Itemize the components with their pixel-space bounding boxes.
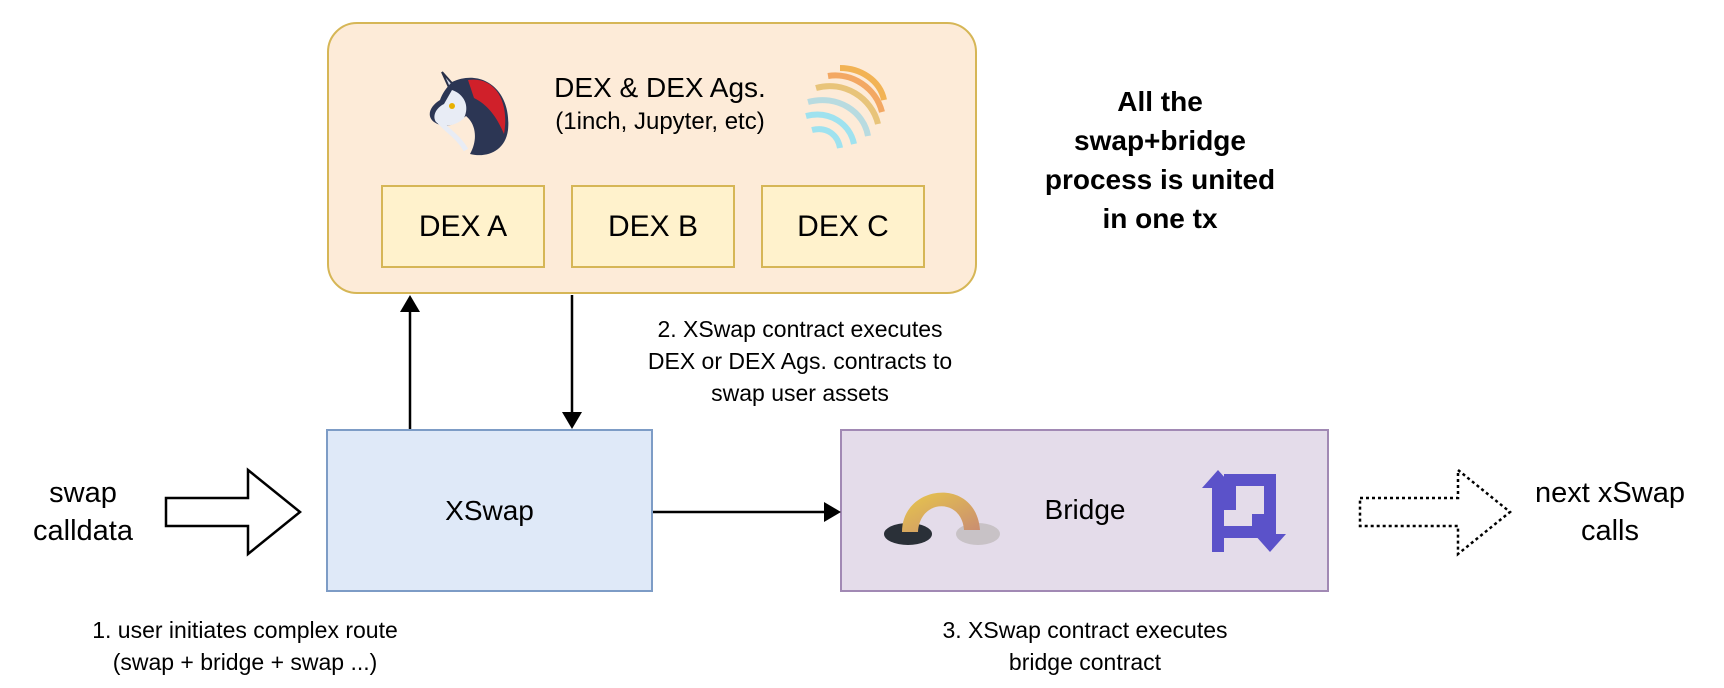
dex-a-box: DEX A — [381, 185, 545, 268]
xswap-to-dex-arrowhead — [400, 295, 420, 312]
dex-c-box: DEX C — [761, 185, 925, 268]
striped-globe-logo-icon — [805, 65, 887, 149]
dex-to-xswap-arrowhead — [562, 412, 582, 429]
next-calls-output-arrow — [1358, 467, 1512, 557]
step-2-line: DEX or DEX Ags. contracts to — [647, 348, 953, 374]
note-line: process is united — [1044, 164, 1276, 195]
dex-group-title: DEX & DEX Ags. — [554, 72, 766, 103]
calldata-input-arrow — [164, 467, 302, 557]
dex-b-box: DEX B — [571, 185, 735, 268]
next-calls-line: calls — [1580, 515, 1639, 547]
note-line: swap+bridge — [1074, 125, 1246, 156]
dex-group-subtitle: (1inch, Jupyter, etc) — [555, 108, 765, 135]
step-1-line: 1. user initiates complex route — [92, 617, 398, 643]
unicorn-logo-icon — [429, 71, 509, 156]
swap-calldata-line: swap — [49, 477, 117, 509]
arch-bridge-logo-icon — [884, 492, 1000, 545]
note-line: All the — [1117, 86, 1203, 117]
swap-calldata-label: swap calldata — [18, 474, 148, 550]
united-tx-note: All the swap+bridge process is united in… — [1010, 82, 1310, 238]
step-3-line: bridge contract — [1008, 649, 1162, 675]
step-1-line: (swap + bridge + swap ...) — [112, 649, 378, 675]
xswap-to-bridge-arrowhead — [824, 502, 841, 522]
next-xswap-calls-label: next xSwap calls — [1520, 474, 1700, 550]
xswap-label: XSwap — [445, 494, 534, 526]
next-calls-line: next xSwap — [1535, 477, 1685, 509]
note-line: in one tx — [1102, 203, 1218, 234]
step-3-line: 3. XSwap contract executes — [942, 617, 1228, 643]
step-2-line: swap user assets — [711, 380, 889, 406]
swap-arrows-logo-icon — [1202, 470, 1286, 552]
step-1-label: 1. user initiates complex route (swap + … — [40, 614, 450, 678]
step-2-label: 2. XSwap contract executes DEX or DEX Ag… — [600, 313, 1000, 409]
swap-calldata-line: calldata — [33, 515, 133, 547]
step-2-line: 2. XSwap contract executes — [657, 316, 943, 342]
bridge-label: Bridge — [1044, 494, 1126, 525]
xswap-box: XSwap — [326, 429, 653, 592]
step-3-label: 3. XSwap contract executes bridge contra… — [880, 614, 1290, 678]
